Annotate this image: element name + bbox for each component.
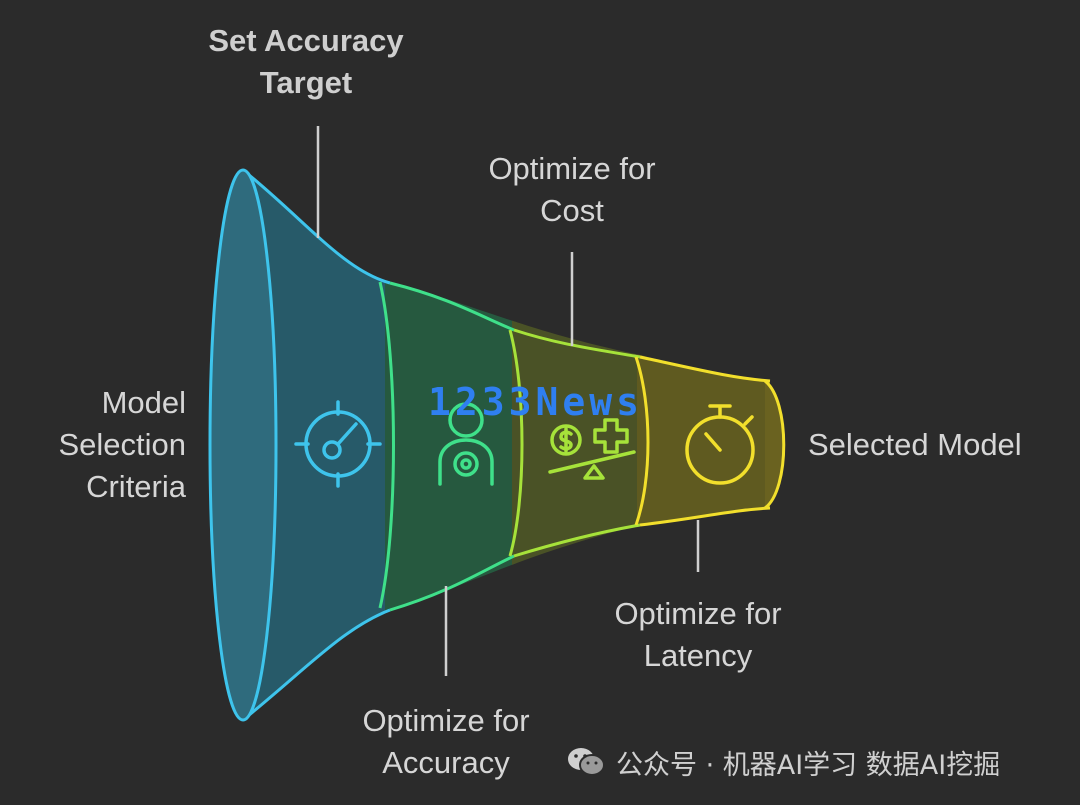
label-criteria: Model Selection Criteria [58,385,186,504]
divider-3 [634,356,650,526]
watermark: 1233News [428,380,644,424]
balance-dollar-plus-icon [548,418,636,480]
footer: 公众号 · 机器AI学习 数据AI挖掘 [566,742,1000,782]
person-target-icon [438,402,494,486]
funnel-mouth [208,168,278,722]
label-latency: Optimize for Latency [614,596,782,673]
label-accuracy: Optimize for Accuracy [362,703,530,780]
divider-2 [508,329,524,557]
label-accuracy-target: Set Accuracy Target [208,23,404,100]
wechat-icon [568,748,605,776]
funnel-tip [763,379,786,510]
leader-lines [316,126,700,676]
footer-text: 公众号 · 机器AI学习 数据AI挖掘 [616,749,1001,781]
divider-1 [378,281,395,609]
gauge-target-icon [294,400,382,488]
stopwatch-icon [685,404,755,485]
label-selected-model: Selected Model [808,427,1022,462]
label-cost: Optimize for Cost [488,151,656,228]
